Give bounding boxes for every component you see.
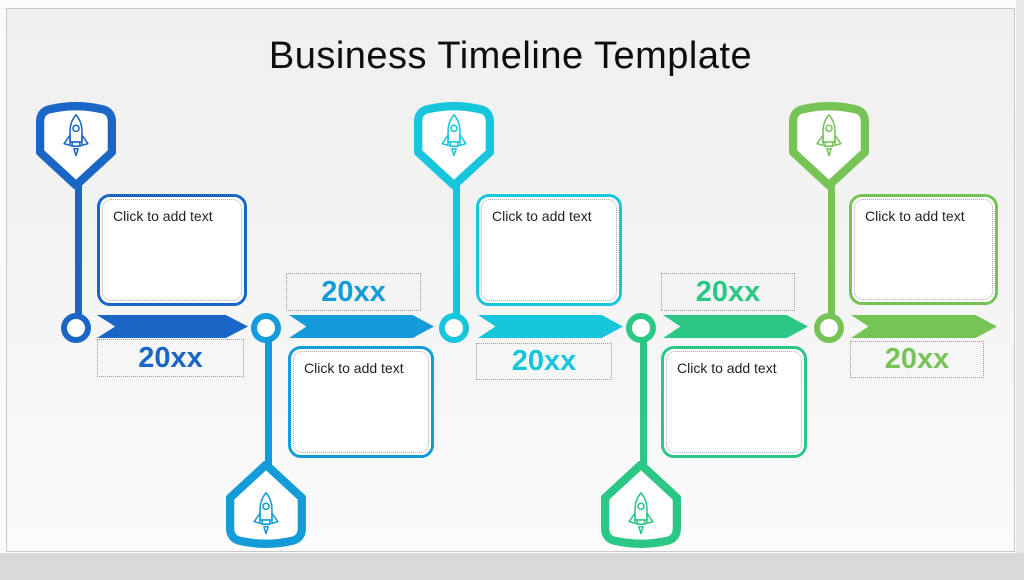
milestone-badge[interactable]	[408, 97, 500, 189]
year-label[interactable]: 20xx	[850, 341, 984, 378]
timeline-node	[626, 313, 656, 343]
connector-line	[265, 331, 272, 469]
timeline-node	[439, 313, 469, 343]
text-placeholder[interactable]: Click to add text	[293, 351, 429, 453]
milestone-badge[interactable]	[595, 461, 687, 552]
page-title[interactable]: Business Timeline Template	[268, 35, 753, 77]
slide-canvas: Business Timeline Template 20xx Click to…	[6, 8, 1015, 552]
timeline-segment-5: 20xx Click to add text	[7, 9, 1014, 551]
app-background-right	[1016, 0, 1024, 580]
timeline-arrow[interactable]	[289, 315, 434, 338]
connector-line	[453, 179, 460, 321]
text-placeholder[interactable]: Click to add text	[481, 199, 617, 301]
timeline-arrow[interactable]	[478, 315, 623, 338]
text-placeholder-box[interactable]: Click to add text	[97, 194, 247, 306]
timeline-arrow[interactable]	[97, 315, 248, 338]
rocket-icon	[437, 112, 471, 160]
timeline-arrow[interactable]	[663, 315, 808, 338]
text-placeholder-box[interactable]: Click to add text	[661, 346, 807, 458]
connector-line	[75, 179, 82, 321]
rocket-icon	[624, 490, 658, 538]
year-label[interactable]: 20xx	[476, 343, 612, 380]
timeline-segment-4: 20xx Click to add text	[7, 9, 1014, 551]
timeline-segment-2: 20xx Click to add text	[7, 9, 1014, 551]
text-placeholder-box[interactable]: Click to add text	[288, 346, 434, 458]
milestone-badge[interactable]	[783, 97, 875, 189]
rocket-icon	[249, 490, 283, 538]
text-placeholder[interactable]: Click to add text	[854, 199, 993, 300]
year-label[interactable]: 20xx	[661, 273, 795, 311]
milestone-badge[interactable]	[220, 461, 312, 552]
year-label[interactable]: 20xx	[286, 273, 421, 311]
timeline-segment-1: 20xx Click to add text	[7, 9, 1014, 551]
app-background-bottom	[0, 553, 1024, 580]
milestone-badge[interactable]	[30, 97, 122, 189]
year-label[interactable]: 20xx	[97, 339, 244, 377]
connector-line	[828, 179, 835, 321]
timeline-segment-3: 20xx Click to add text	[7, 9, 1014, 551]
text-placeholder-box[interactable]: Click to add text	[849, 194, 998, 305]
rocket-icon	[812, 112, 846, 160]
text-placeholder[interactable]: Click to add text	[102, 199, 242, 301]
text-placeholder-box[interactable]: Click to add text	[476, 194, 622, 306]
timeline-node	[251, 313, 281, 343]
timeline-node	[814, 313, 844, 343]
timeline-node	[61, 313, 91, 343]
text-placeholder[interactable]: Click to add text	[666, 351, 802, 453]
connector-line	[640, 331, 647, 469]
timeline-arrow[interactable]	[851, 315, 997, 338]
rocket-icon	[59, 112, 93, 160]
